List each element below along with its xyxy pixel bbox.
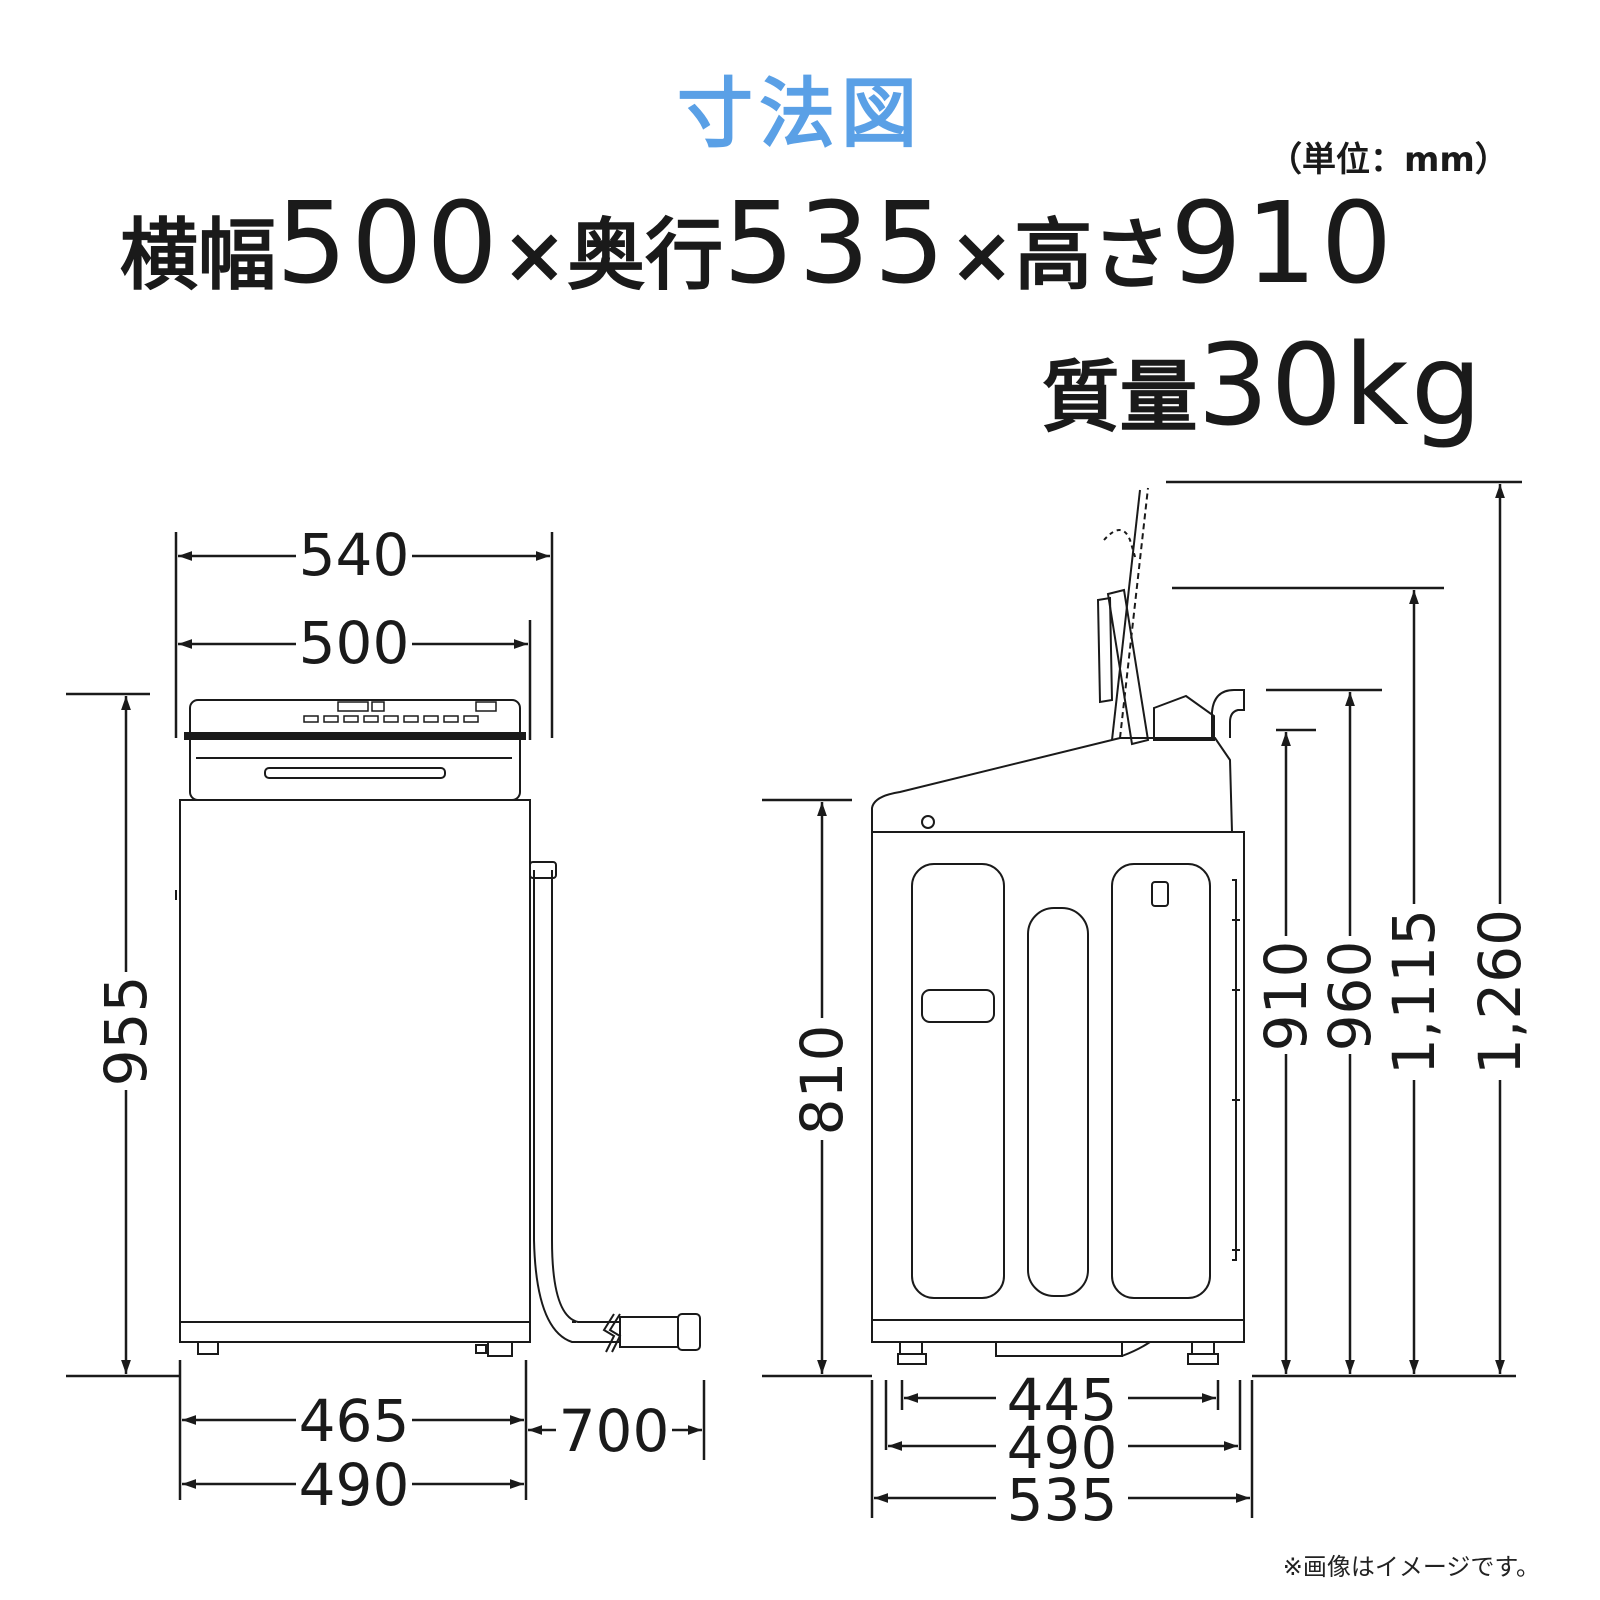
- front-extension-lines: [66, 532, 706, 1500]
- front-dim-700: 700: [559, 1397, 670, 1465]
- front-top-panel: [189, 699, 521, 801]
- side-view: [871, 487, 1245, 1365]
- side-handle: [921, 989, 995, 1023]
- side-dimension-arrows: [817, 484, 1505, 1503]
- drain-hose: [533, 870, 620, 1343]
- front-foot-right: [487, 1341, 513, 1357]
- front-dim-490: 490: [299, 1451, 410, 1519]
- mass-label: 質量: [1041, 353, 1198, 443]
- side-dim-535: 535: [1007, 1466, 1118, 1534]
- front-dimension-arrows: [121, 551, 702, 1489]
- side-dim-1115: 1,115: [1380, 909, 1448, 1075]
- mass-spec: 質量30kg: [1042, 330, 1484, 442]
- front-dim-465: 465: [299, 1387, 410, 1455]
- front-dim-540: 540: [299, 521, 410, 589]
- side-dim-960: 960: [1316, 941, 1384, 1052]
- mass-value: 30kg: [1197, 321, 1484, 451]
- unit-note: （単位：mm）: [1268, 140, 1509, 180]
- width-label: 横幅: [120, 211, 277, 301]
- times-sign: ×: [948, 211, 1015, 301]
- side-dim-810: 810: [788, 1025, 856, 1136]
- side-dim-490: 490: [1007, 1414, 1118, 1482]
- front-body: [179, 799, 531, 1343]
- side-foot-back: [1191, 1341, 1215, 1355]
- width-value: 500: [276, 179, 502, 309]
- side-panel-1: [911, 863, 1005, 1299]
- side-foot-front: [899, 1341, 923, 1355]
- dimension-specs: 横幅500×奥行535×高さ910: [120, 188, 1396, 300]
- side-extension-lines: [762, 480, 1522, 1518]
- height-value: 910: [1170, 179, 1397, 309]
- side-dim-445: 445: [1007, 1366, 1118, 1434]
- height-label: 高さ: [1014, 211, 1171, 301]
- image-disclaimer: ※画像はイメージです。: [1282, 1553, 1540, 1581]
- side-panel-2: [1027, 907, 1089, 1297]
- depth-label: 奥行: [567, 211, 724, 301]
- page-title: 寸法図: [677, 69, 923, 158]
- front-dim-500: 500: [299, 609, 410, 677]
- front-foot-left: [197, 1341, 219, 1355]
- depth-value: 535: [723, 179, 949, 309]
- control-panel: [303, 701, 497, 723]
- front-dim-955: 955: [92, 976, 160, 1087]
- front-view: [175, 699, 701, 1357]
- side-panel-3: [1111, 863, 1211, 1299]
- side-dim-910: 910: [1252, 941, 1320, 1052]
- times-sign: ×: [501, 211, 568, 301]
- side-dim-1260: 1,260: [1466, 909, 1534, 1075]
